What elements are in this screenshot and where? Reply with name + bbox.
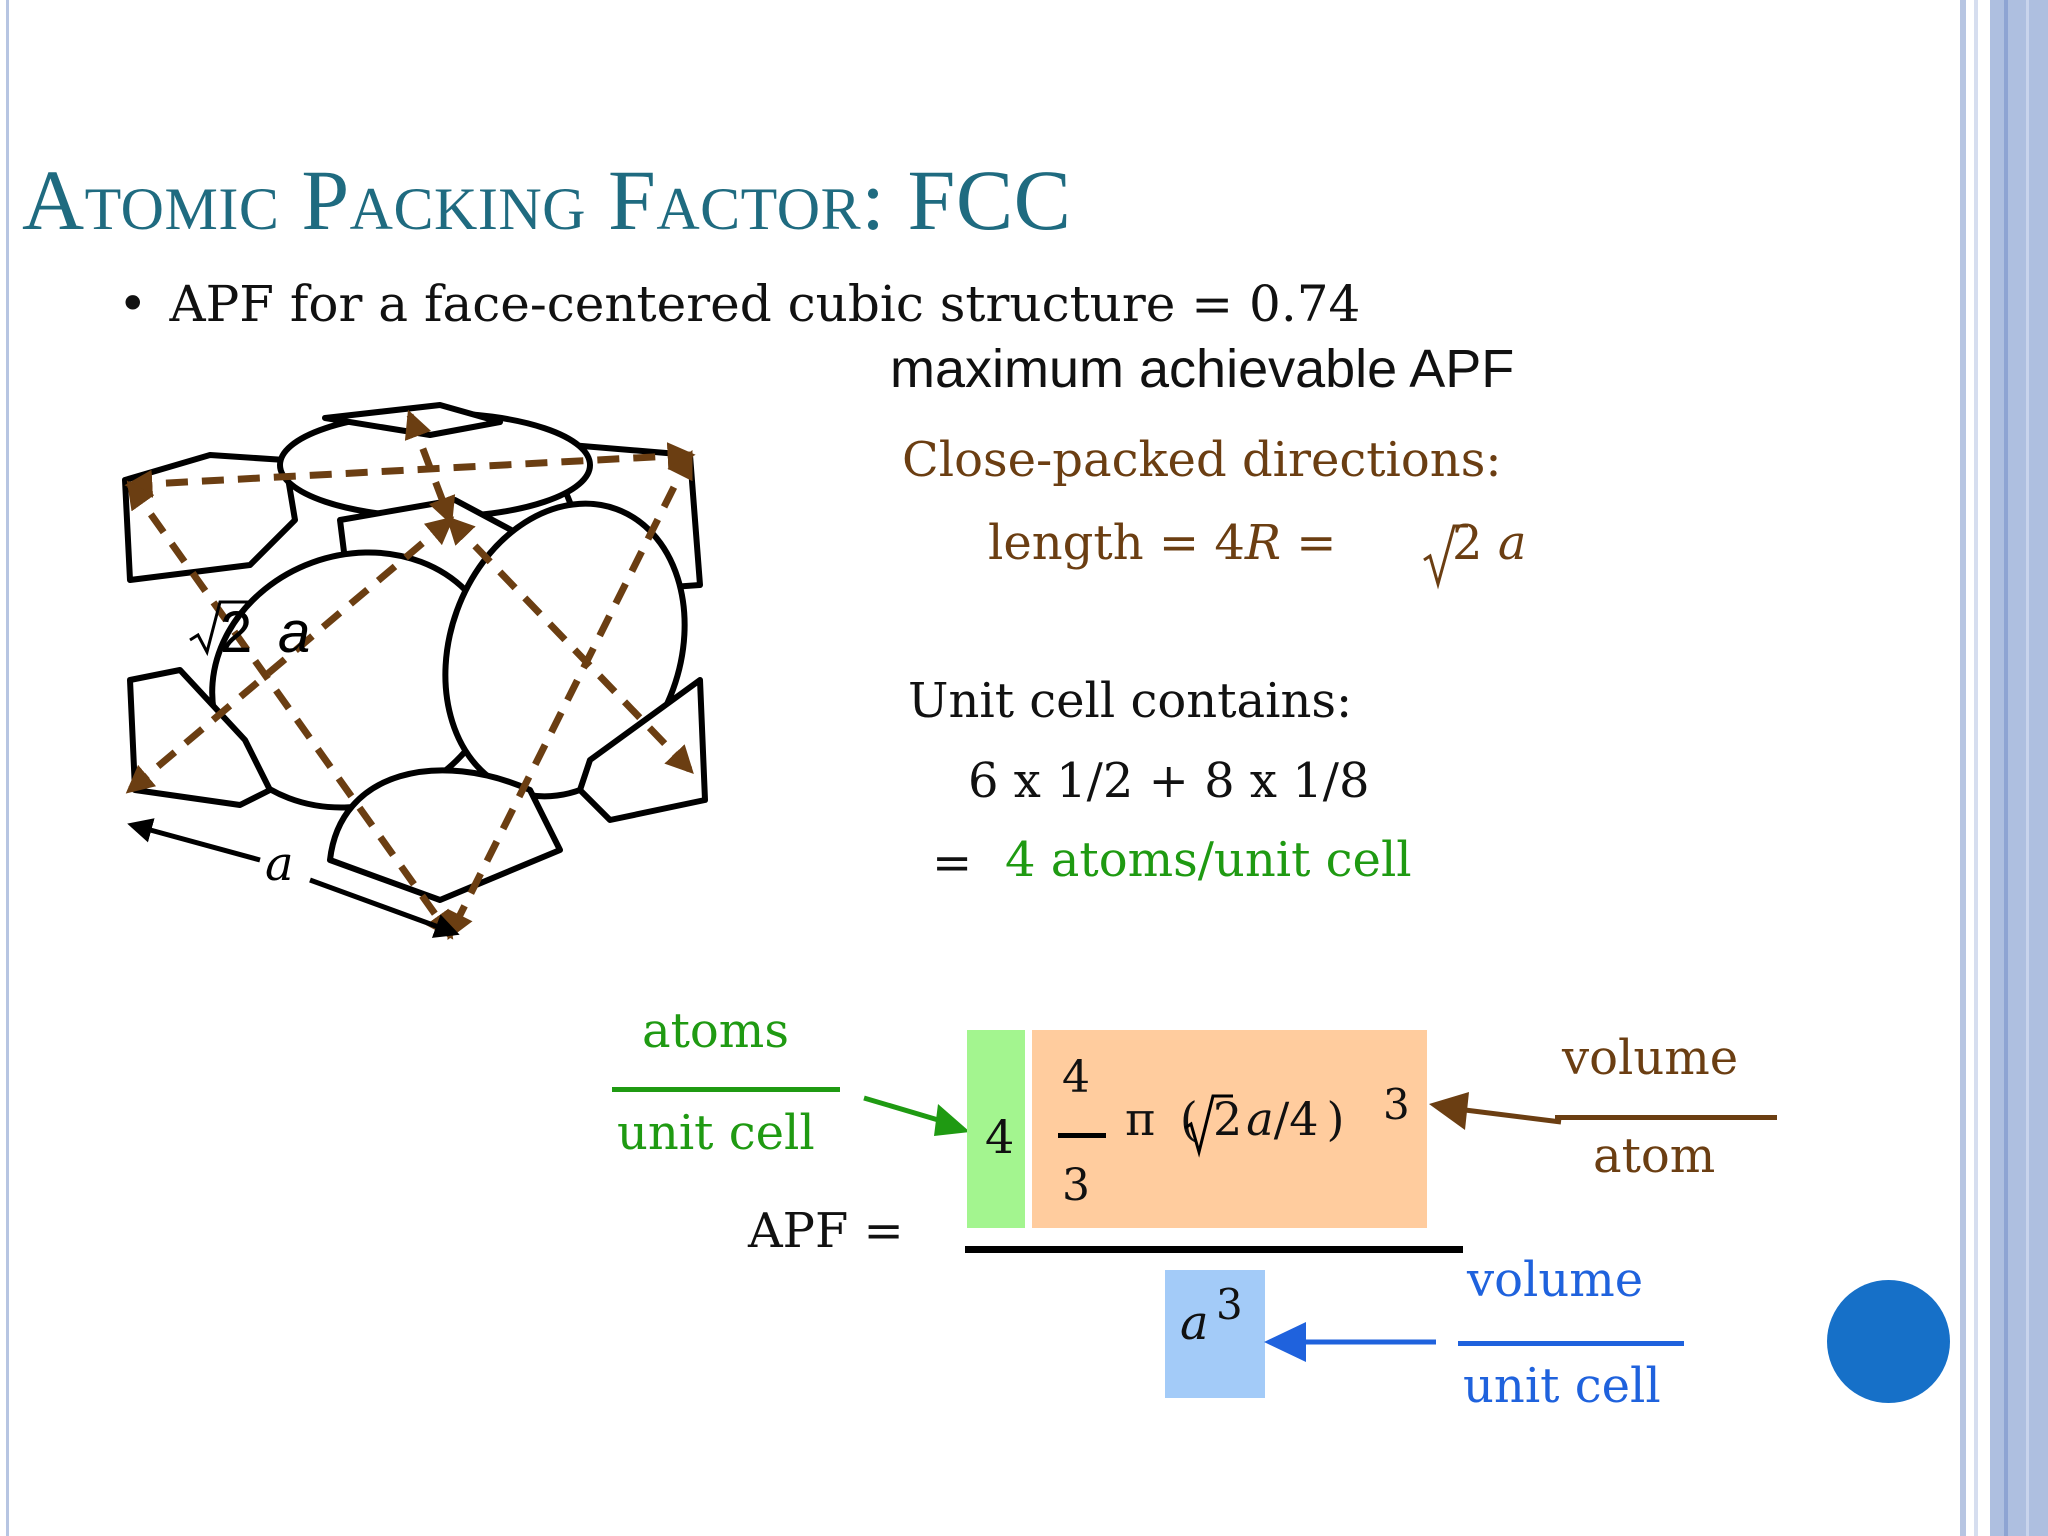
volume-per-cell-bar: [1458, 1341, 1684, 1346]
length-eq: =: [1281, 515, 1337, 571]
green-atoms-box: [967, 1030, 1025, 1228]
frac-bar: [1058, 1133, 1106, 1138]
max-apf-note: maximum achievable APF: [890, 339, 1515, 399]
bullet-dot-icon: •: [118, 275, 148, 333]
right-frame-band: [1990, 0, 2048, 1536]
right-frame-line-2: [1974, 0, 1978, 1536]
length-prefix: length = 4: [988, 515, 1245, 571]
green-arrow-icon: [863, 1095, 970, 1136]
unit-cell-count: 6 x 1/2 + 8 x 1/8: [968, 753, 1370, 809]
fcc-unit-cell-figure: 2 a a: [122, 402, 708, 941]
den-a: a: [1180, 1295, 1209, 1351]
close-packed-direction-arrows: [124, 409, 696, 941]
slide-title: Atomic Packing Factor: FCC: [22, 152, 1072, 248]
diagonal-length-label: 2 a: [189, 600, 310, 665]
right-frame-line-1: [1960, 0, 1966, 1536]
atoms-per-cell-num: atoms: [642, 1003, 789, 1059]
length-equation: length = 4R =: [988, 515, 1337, 571]
brown-arrow-icon: [1429, 1092, 1562, 1130]
blue-arrow-icon: [1264, 1322, 1436, 1362]
length-sqrt-value: 2 a: [1452, 515, 1526, 571]
frac-den: 3: [1062, 1160, 1090, 1211]
length-sqrt-sign-icon: [1423, 524, 1468, 590]
unit-cell-result: 4 atoms/unit cell: [1005, 832, 1412, 888]
paren-close: ): [1326, 1092, 1345, 1146]
pi-symbol: π: [1125, 1092, 1156, 1146]
unit-cell-heading: Unit cell contains:: [908, 673, 1353, 729]
length-radicand: 2: [1452, 515, 1483, 571]
length-R: R: [1244, 515, 1282, 571]
den-exponent: 3: [1216, 1280, 1243, 1329]
diag-a: a: [278, 600, 310, 665]
apf-fraction-bar: [965, 1246, 1463, 1253]
apf-label: APF =: [748, 1203, 904, 1259]
atoms-per-cell-bar: [612, 1087, 840, 1092]
frac-num: 4: [1062, 1052, 1090, 1103]
left-frame-line: [6, 0, 9, 1536]
diag-radicand: 2: [220, 600, 252, 665]
volume-per-atom-den: atom: [1593, 1128, 1716, 1184]
unit-cell-equals: =: [932, 835, 973, 891]
a-var: a: [1246, 1092, 1274, 1146]
radicand: 2: [1213, 1092, 1243, 1146]
orange-volume-box: [1032, 1030, 1427, 1228]
volume-expression-rest: 2a/4): [1213, 1092, 1344, 1146]
atoms-per-cell-den: unit cell: [617, 1105, 815, 1161]
green-value: 4: [985, 1110, 1015, 1164]
volume-per-atom-num: volume: [1562, 1030, 1739, 1086]
volume-per-atom-bar: [1555, 1115, 1777, 1120]
edge-label: a: [265, 836, 294, 892]
bullet-text: APF for a face-centered cubic structure …: [169, 275, 1361, 333]
volume-expression: π (: [1125, 1092, 1198, 1146]
bullet-apf: • APF for a face-centered cubic structure…: [118, 275, 1360, 333]
length-a: a: [1497, 515, 1527, 571]
edge-length-arrow: [127, 818, 460, 938]
record-indicator-circle[interactable]: [1827, 1280, 1950, 1403]
close-packed-heading: Close-packed directions:: [902, 432, 1502, 488]
blue-cell-volume-box: [1165, 1270, 1265, 1398]
sqrt-sign-icon: [189, 600, 250, 657]
right-frame-stripe-2: [2026, 0, 2029, 1536]
volume-per-cell-num: volume: [1467, 1252, 1644, 1308]
cube-exponent: 3: [1383, 1080, 1410, 1129]
over-four: /4: [1273, 1092, 1319, 1146]
right-frame-stripe: [2004, 0, 2008, 1536]
apf-sqrt-sign-icon: [1184, 1094, 1233, 1158]
volume-per-cell-den: unit cell: [1463, 1358, 1661, 1414]
